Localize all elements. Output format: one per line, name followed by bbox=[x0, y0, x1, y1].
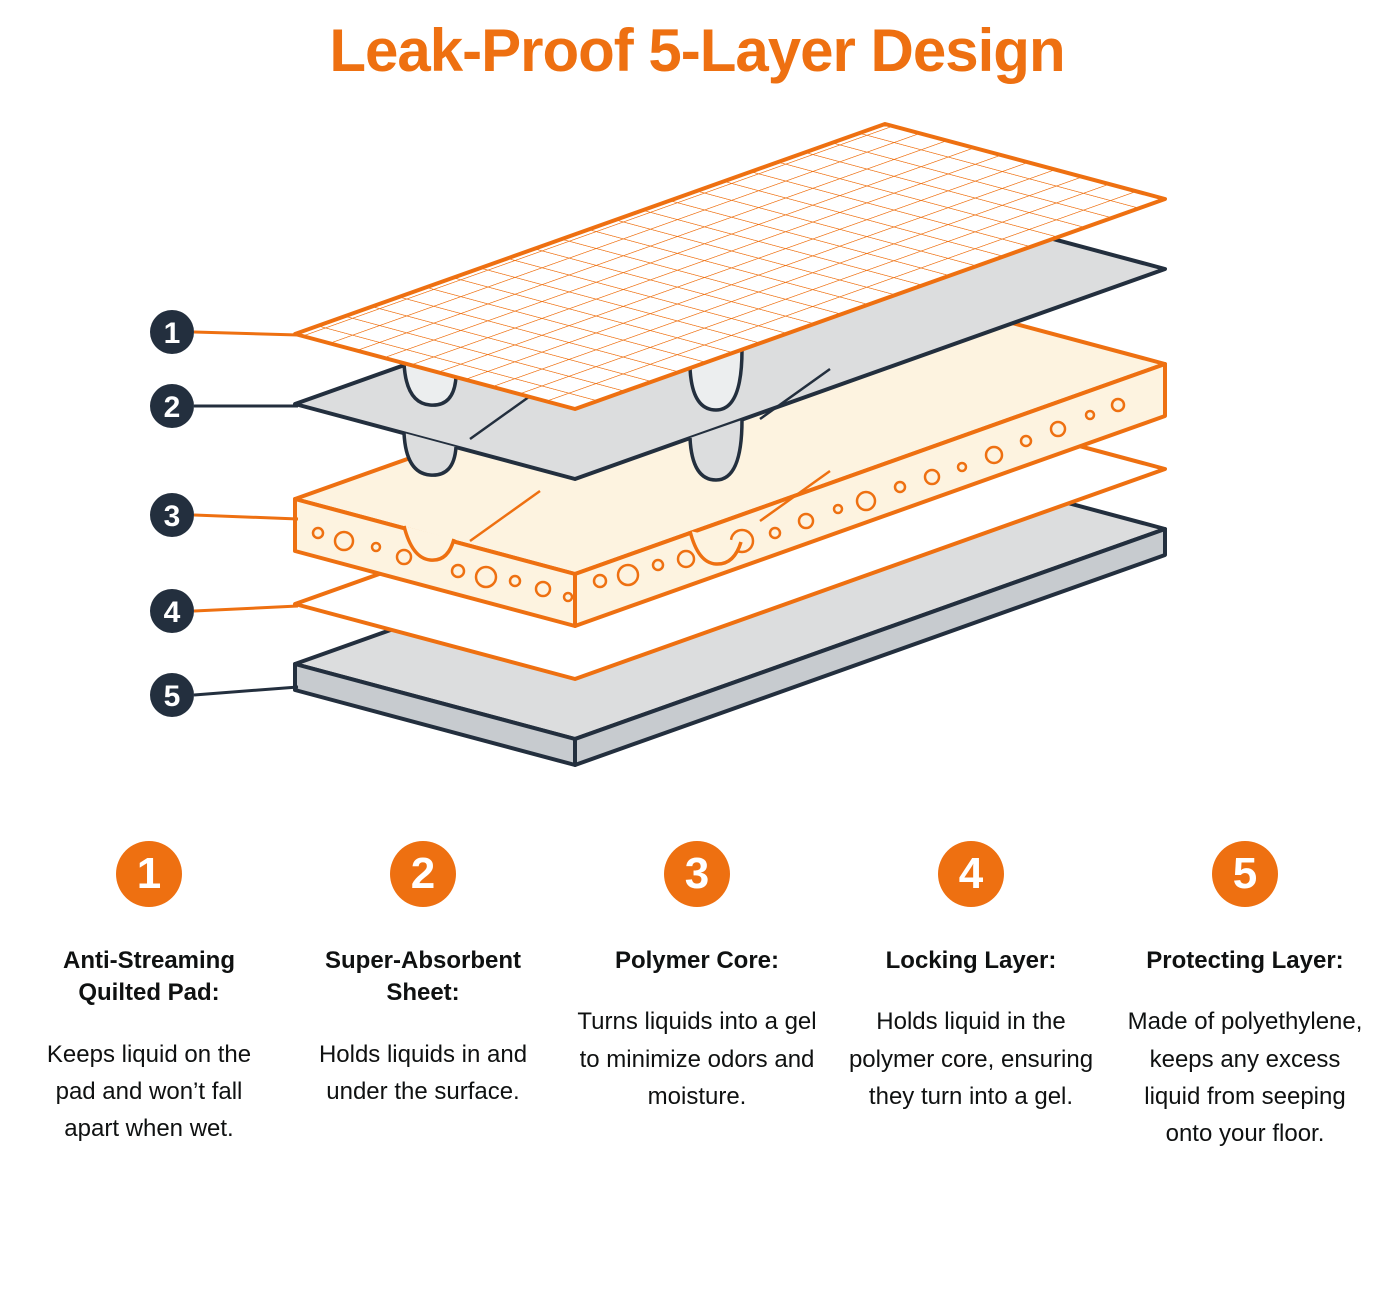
exploded-layers-illustration: 1 2 3 4 5 bbox=[150, 122, 1167, 767]
layer-description-2: 2 Super-Absorbent Sheet: Holds liquids i… bbox=[300, 841, 546, 1152]
sheet-pocket bbox=[688, 419, 744, 482]
callout-3-number: 3 bbox=[164, 500, 181, 533]
layer-1-heading: Anti-Streaming Quilted Pad: bbox=[62, 947, 235, 1007]
callout-4-badge: 4 bbox=[150, 589, 194, 633]
layer-descriptions: 1 Anti-Streaming Quilted Pad: Keeps liqu… bbox=[0, 841, 1394, 1152]
layer-2-description: Holds liquids in and under the surface. bbox=[318, 1040, 528, 1105]
page-title: Leak-Proof 5-Layer Design bbox=[329, 17, 1065, 84]
layer-5-heading: Protecting Layer: bbox=[1146, 947, 1344, 974]
layer-4-heading: Locking Layer: bbox=[885, 947, 1057, 974]
layer-3-description: Turns liquids into a gel to minimize odo… bbox=[577, 1008, 817, 1110]
layer-3-heading: Polymer Core: bbox=[614, 947, 780, 974]
layer-1-description: Keeps liquid on the pad and won’t fall a… bbox=[46, 1040, 252, 1143]
core-accent-lines bbox=[469, 469, 831, 543]
layer-3-polymer-core bbox=[293, 287, 1167, 628]
callout-2-number: 2 bbox=[164, 391, 181, 424]
layer-4-description: Holds liquid in the polymer core, ensuri… bbox=[848, 1008, 1094, 1110]
layer-1-quilted-mesh bbox=[293, 122, 1167, 412]
number-badge-1: 1 bbox=[116, 841, 182, 907]
layer-5-description: Made of polyethylene, keeps any excess l… bbox=[1127, 1008, 1363, 1147]
layer-diagram: 1 2 3 4 5 bbox=[0, 89, 1394, 789]
callout-5-number: 5 bbox=[164, 680, 181, 713]
callout-4-number: 4 bbox=[164, 596, 181, 629]
callout-5-badge: 5 bbox=[150, 673, 194, 717]
callout-3-badge: 3 bbox=[150, 493, 194, 537]
core-notch bbox=[688, 530, 743, 566]
number-badge-4: 4 bbox=[938, 841, 1004, 907]
number-badge-2: 2 bbox=[390, 841, 456, 907]
core-notch bbox=[402, 525, 456, 562]
diagram-callouts: 1 2 3 4 5 bbox=[150, 310, 299, 717]
number-badge-5: 5 bbox=[1212, 841, 1278, 907]
layer-description-5: 5 Protecting Layer: Made of polyethylene… bbox=[1122, 841, 1368, 1152]
layer-description-1: 1 Anti-Streaming Quilted Pad: Keeps liqu… bbox=[26, 841, 272, 1152]
callout-1-badge: 1 bbox=[150, 310, 194, 354]
layer-description-4: 4 Locking Layer: Holds liquid in the pol… bbox=[848, 841, 1094, 1152]
layer-2-heading: Super-Absorbent Sheet: bbox=[324, 947, 521, 1007]
number-badge-3: 3 bbox=[664, 841, 730, 907]
sheet-pocket bbox=[402, 432, 458, 477]
callout-1-number: 1 bbox=[164, 317, 181, 350]
layer-description-3: 3 Polymer Core: Turns liquids into a gel… bbox=[574, 841, 820, 1152]
callout-2-badge: 2 bbox=[150, 384, 194, 428]
